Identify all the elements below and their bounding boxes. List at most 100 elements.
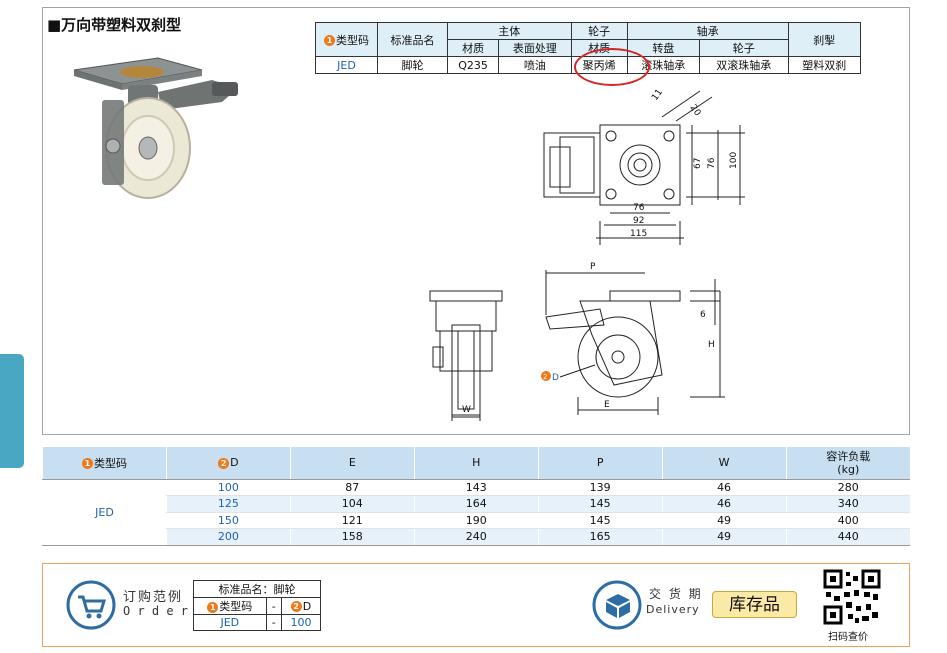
badge-two-drawing bbox=[541, 371, 551, 381]
dim-76-horizontal: 76 bbox=[633, 203, 645, 213]
bearing-header: 轴承 bbox=[626, 22, 789, 40]
cell: 125 bbox=[165, 495, 291, 513]
cell: 190 bbox=[413, 512, 539, 529]
cell: 145 bbox=[537, 495, 663, 513]
dim-P: P bbox=[590, 262, 596, 272]
cell: 440 bbox=[785, 528, 910, 546]
cell: 145 bbox=[537, 512, 663, 529]
surface-value: 喷油 bbox=[498, 56, 572, 74]
cell: 104 bbox=[289, 495, 415, 513]
cell: 340 bbox=[785, 495, 910, 513]
order-d-text: D bbox=[302, 599, 312, 613]
brake-header: 刹掣 bbox=[787, 22, 862, 57]
cell: 240 bbox=[413, 528, 539, 546]
dim-header-E: E bbox=[289, 447, 415, 480]
qr-code-icon[interactable] bbox=[822, 568, 882, 626]
dim-E: E bbox=[604, 400, 610, 410]
cell: 158 bbox=[289, 528, 415, 546]
cell: 100 bbox=[165, 479, 291, 496]
cell: 139 bbox=[537, 479, 663, 496]
badge-two-drawing-text: 2 bbox=[543, 373, 547, 381]
delivery-label-cn: 交 货 期 bbox=[649, 587, 703, 601]
badge-one: 1 bbox=[324, 35, 335, 46]
dim-6: 6 bbox=[700, 310, 706, 320]
table-row: 125 104 164 145 46 340 bbox=[43, 495, 910, 513]
cell: 164 bbox=[413, 495, 539, 513]
stock-badge: 库存品 bbox=[712, 591, 797, 618]
cell: 49 bbox=[661, 528, 787, 546]
dim-W: W bbox=[462, 405, 471, 415]
qr-caption: 扫码查价 bbox=[828, 632, 868, 643]
cell: 200 bbox=[165, 528, 291, 546]
material-header: 材质 bbox=[446, 39, 500, 57]
badge-two-c: 2 bbox=[290, 601, 302, 612]
cell: 46 bbox=[661, 479, 787, 496]
dim-D: D bbox=[552, 373, 559, 383]
wheel-bearing-header: 轮子 bbox=[699, 39, 789, 57]
cell: 49 bbox=[661, 512, 787, 529]
dim-H: H bbox=[708, 340, 715, 350]
badge-two-b: 2 bbox=[218, 457, 230, 469]
cell: 46 bbox=[661, 495, 787, 513]
dim-header-type-label: 类型码 bbox=[93, 456, 127, 470]
order-std-name: 标准品名：脚轮 bbox=[193, 580, 321, 598]
order-example-d: 100 bbox=[280, 614, 322, 631]
dim-76-vertical: 76 bbox=[707, 157, 717, 169]
front-view bbox=[429, 290, 503, 421]
page-title: ■万向带塑料双刹型 bbox=[47, 16, 182, 34]
delivery-label-en: Delivery bbox=[646, 603, 700, 616]
cart-icon bbox=[66, 580, 116, 630]
top-view bbox=[543, 90, 745, 245]
badge-one-c: 1 bbox=[207, 601, 219, 613]
dim-11: 11 bbox=[650, 88, 665, 103]
side-view bbox=[545, 270, 725, 415]
dim-type-code: JED bbox=[42, 479, 167, 546]
table-row: 200 158 240 165 49 440 bbox=[43, 528, 910, 546]
order-example-code: JED bbox=[193, 614, 267, 631]
std-name-value: 脚轮 bbox=[377, 56, 448, 74]
body-header: 主体 bbox=[447, 22, 572, 40]
std-name-header: 标准品名 bbox=[377, 22, 448, 57]
side-tab[interactable] bbox=[0, 354, 24, 468]
dim-header-D-label: D bbox=[230, 456, 239, 470]
badge-one-b: 1 bbox=[81, 458, 93, 470]
cell: 150 bbox=[165, 512, 291, 529]
order-section bbox=[42, 563, 910, 647]
caster-photo bbox=[73, 57, 238, 199]
cell: 121 bbox=[289, 512, 415, 529]
product-frame bbox=[42, 7, 910, 435]
material-value: Q235 bbox=[446, 56, 500, 74]
surface-header: 表面处理 bbox=[498, 39, 572, 57]
table-row: 150 121 190 145 49 400 bbox=[43, 512, 910, 529]
wheel-header: 轮子 bbox=[570, 22, 628, 40]
table-row: JED 100 87 143 139 46 280 bbox=[42, 479, 910, 546]
dim-header-load: 容许负载 (kg) bbox=[785, 447, 910, 480]
order-dash-2: - bbox=[265, 614, 282, 631]
highlight-circle bbox=[574, 48, 650, 86]
order-label-cn: 订购范例 bbox=[123, 590, 184, 605]
order-dash: - bbox=[265, 597, 282, 615]
cell: 165 bbox=[537, 528, 663, 546]
brake-value: 塑料双刹 bbox=[787, 56, 862, 74]
dim-header-W: W bbox=[661, 447, 787, 480]
dim-115: 115 bbox=[630, 229, 647, 239]
dim-92: 92 bbox=[633, 216, 644, 226]
technical-drawing: 11 20 67 76 100 76 92 115 W P 6 H E bbox=[429, 88, 745, 421]
type-code-value: JED bbox=[315, 56, 378, 74]
type-code-label: 类型码 bbox=[336, 33, 369, 47]
dim-100: 100 bbox=[729, 152, 739, 169]
dim-67: 67 bbox=[693, 158, 703, 169]
cell: 400 bbox=[785, 512, 910, 529]
cell: 280 bbox=[785, 479, 910, 496]
wheel-bearing-value: 双滚珠轴承 bbox=[699, 56, 789, 74]
order-label-en: O r d e r bbox=[123, 604, 189, 618]
order-type-code-text: 类型码 bbox=[219, 600, 253, 613]
